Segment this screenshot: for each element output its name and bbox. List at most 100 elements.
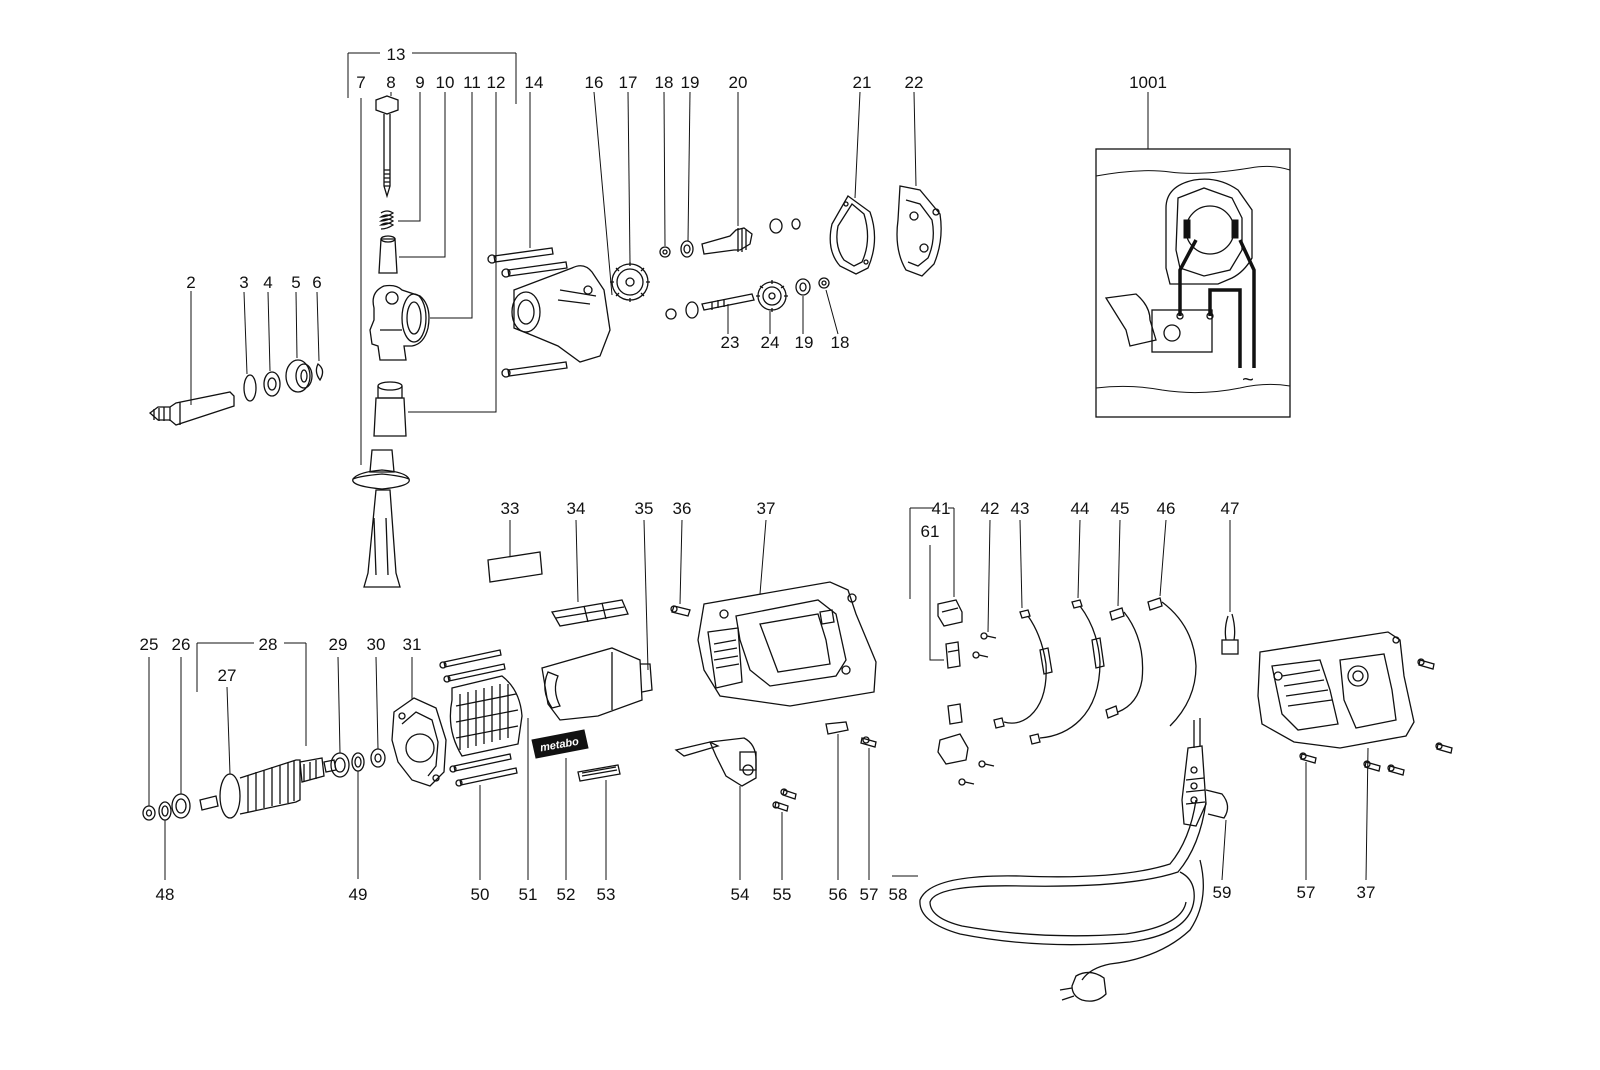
part-20-pinion-shaft — [701, 92, 801, 255]
label-6: 6 — [312, 273, 321, 292]
label-48: 48 — [156, 885, 175, 904]
label-44: 44 — [1071, 499, 1090, 518]
label-57-center: 57 — [860, 885, 879, 904]
part-58-power-cord — [892, 799, 1207, 1002]
part-25-nut — [142, 657, 156, 821]
label-35: 35 — [635, 499, 654, 518]
label-59: 59 — [1213, 883, 1232, 902]
label-3: 3 — [239, 273, 248, 292]
label-19-top: 19 — [681, 73, 700, 92]
part-54-switch — [674, 737, 757, 880]
bracket-13 — [347, 52, 517, 104]
label-52: 52 — [557, 885, 576, 904]
label-45: 45 — [1111, 499, 1130, 518]
part-19-bearing-bottom — [795, 278, 811, 334]
label-2: 2 — [186, 273, 195, 292]
part-50-screws — [439, 649, 518, 880]
part-46-cable — [1147, 519, 1197, 727]
label-33: 33 — [501, 499, 520, 518]
part-51-field-coil — [449, 675, 529, 880]
label-58: 58 — [889, 885, 908, 904]
part-55-screws — [772, 788, 797, 880]
label-14: 14 — [525, 73, 544, 92]
part-61-brush-holder — [945, 641, 961, 669]
label-26: 26 — [172, 635, 191, 654]
part-18-nut-bottom — [818, 277, 839, 335]
label-61: 61 — [921, 522, 940, 541]
label-36: 36 — [673, 499, 692, 518]
label-28: 28 — [259, 635, 278, 654]
part-18-nut-top — [659, 91, 671, 258]
part-6-retaining-ring — [315, 291, 324, 382]
label-51: 51 — [519, 885, 538, 904]
label-31: 31 — [403, 635, 422, 654]
label-41: 41 — [932, 499, 951, 518]
part-57-screws-right — [1299, 658, 1453, 880]
part-2-spindle — [148, 291, 235, 426]
part-36-screw — [670, 519, 691, 617]
bracket-41 — [909, 507, 955, 661]
label-42: 42 — [981, 499, 1000, 518]
label-24: 24 — [761, 333, 780, 352]
label-10: 10 — [436, 73, 455, 92]
label-17: 17 — [619, 73, 638, 92]
part-29-bearing — [330, 656, 350, 778]
part-14-screws — [487, 92, 568, 378]
label-20: 20 — [729, 73, 748, 92]
label-55: 55 — [773, 885, 792, 904]
part-7-side-handle — [352, 98, 410, 588]
label-5: 5 — [291, 273, 300, 292]
part-19-bearing-top — [680, 91, 694, 258]
part-brush-holder-lower — [937, 703, 995, 786]
label-49: 49 — [349, 885, 368, 904]
part-5-bearing — [285, 291, 313, 393]
part-number-labels: 13 7 8 9 10 11 12 14 16 17 18 19 20 21 2… — [140, 45, 1376, 904]
part-45-cable — [1105, 519, 1144, 719]
part-22-gear-cover — [896, 91, 942, 277]
label-47: 47 — [1221, 499, 1240, 518]
bracket-28 — [196, 642, 307, 746]
part-44-cable — [1029, 519, 1105, 745]
label-4: 4 — [263, 273, 272, 292]
part-30-ring — [370, 656, 386, 768]
part-37-handle-half-right — [1257, 631, 1415, 881]
label-29: 29 — [329, 635, 348, 654]
label-19-bottom: 19 — [795, 333, 814, 352]
label-54: 54 — [731, 885, 750, 904]
label-34: 34 — [567, 499, 586, 518]
part-9-spring — [378, 92, 421, 230]
label-53: 53 — [597, 885, 616, 904]
ac-symbol: ~ — [1242, 369, 1254, 391]
label-16: 16 — [585, 73, 604, 92]
label-37-right: 37 — [1357, 883, 1376, 902]
part-35-stator-housing — [541, 519, 653, 721]
part-11-clamp-housing — [369, 92, 473, 361]
part-17-gear — [610, 91, 650, 302]
label-9: 9 — [415, 73, 424, 92]
label-8: 8 — [386, 73, 395, 92]
part-34-rating-plate — [550, 519, 629, 627]
label-43: 43 — [1011, 499, 1030, 518]
label-25: 25 — [140, 635, 159, 654]
label-22: 22 — [905, 73, 924, 92]
label-56: 56 — [829, 885, 848, 904]
part-41-brush-holder-top — [937, 599, 963, 627]
label-18-top: 18 — [655, 73, 674, 92]
part-59-cord-guard — [1181, 718, 1229, 881]
part-37-handle-half-center — [697, 519, 877, 707]
label-37-center: 37 — [757, 499, 776, 518]
part-23-shaft — [665, 293, 755, 334]
part-3-circlip — [243, 291, 257, 402]
label-1001: 1001 — [1129, 73, 1167, 92]
label-46: 46 — [1157, 499, 1176, 518]
part-26-bearing — [171, 657, 191, 819]
part-47-carbon-brush — [1221, 520, 1239, 655]
label-21: 21 — [853, 73, 872, 92]
part-53-label — [577, 764, 621, 880]
part-12-sleeve — [373, 92, 497, 437]
part-43-cable — [993, 519, 1053, 729]
label-12: 12 — [487, 73, 506, 92]
part-56-clip — [825, 721, 849, 880]
label-18-bottom: 18 — [831, 333, 850, 352]
